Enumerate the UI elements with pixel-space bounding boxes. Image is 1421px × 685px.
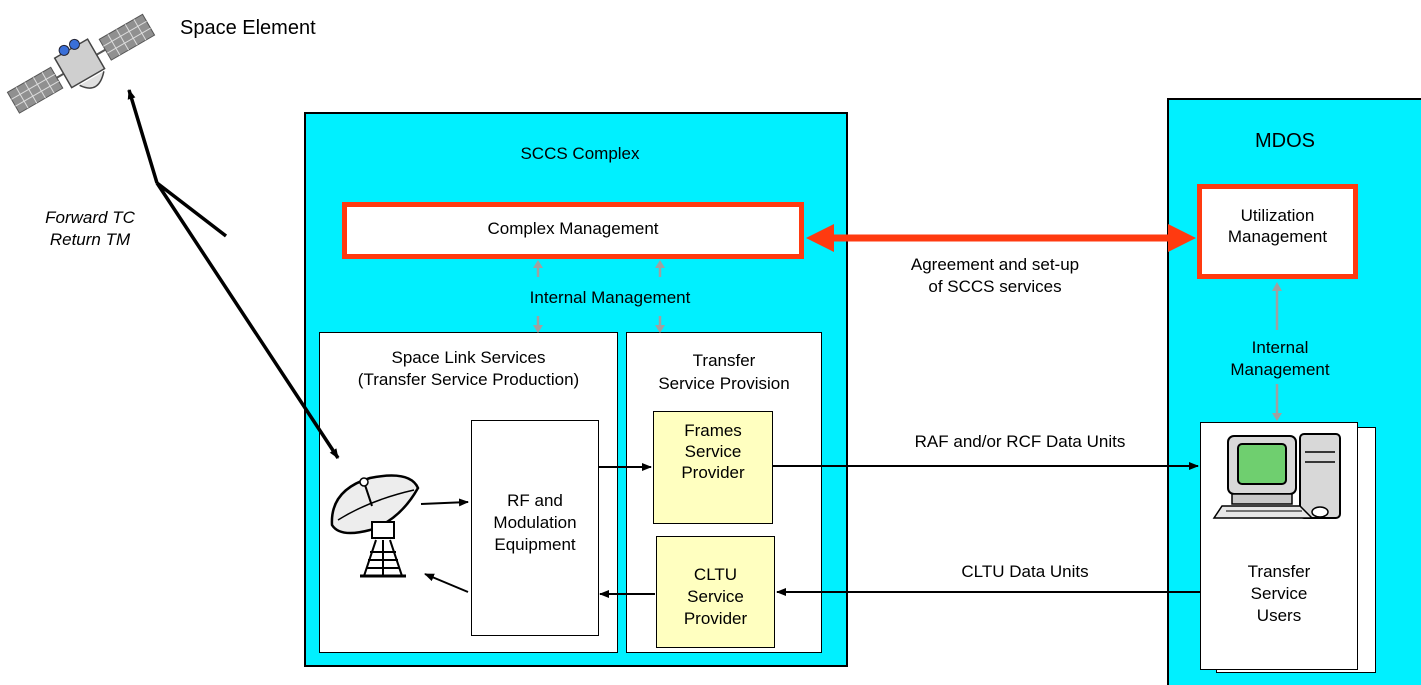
rf-equipment-line1: RF and	[507, 491, 563, 510]
space-element-label: Space Element	[180, 17, 316, 39]
satellite-icon	[6, 13, 156, 114]
sccs-internal-arrows	[533, 260, 665, 333]
utilization-management-line2: Management	[1227, 227, 1328, 246]
space-link-arrow	[127, 89, 340, 459]
utilization-management-line1: Utilization	[1240, 206, 1315, 225]
users-line1: Transfer	[1247, 562, 1311, 581]
agreement-label-line1: Agreement and set-up	[910, 255, 1080, 274]
users-line2: Service	[1250, 584, 1308, 603]
rf-equipment-line2: Modulation	[493, 513, 577, 532]
antenna-dish-icon	[330, 474, 420, 578]
cltu-provider-line1: CLTU	[693, 565, 738, 584]
space-link-services-subtitle: (Transfer Service Production)	[357, 370, 580, 389]
cltu-data-label: CLTU Data Units	[961, 562, 1089, 581]
mdos-internal-arrows	[1272, 282, 1282, 421]
utilization-management-box	[1197, 184, 1358, 279]
mdos-internal-line2: Management	[1230, 360, 1330, 379]
return-tm-label: Return TM	[49, 230, 131, 249]
frames-provider-line3: Provider	[681, 463, 745, 482]
cltu-provider-box	[656, 536, 775, 648]
sccs-complex-title: SCCS Complex	[520, 144, 640, 163]
complex-management-box	[342, 202, 804, 259]
cltu-provider-line2: Service	[687, 587, 744, 606]
antenna-to-rf-arrow	[420, 498, 469, 507]
space-link-services-title: Space Link Services	[391, 348, 546, 367]
mdos-internal-line1: Internal	[1251, 338, 1309, 357]
frames-provider-line2: Service	[684, 442, 742, 461]
computer-icon	[1212, 433, 1341, 519]
complex-management-label: Complex Management	[487, 219, 659, 238]
internal-management-label: Internal Management	[529, 288, 691, 307]
frames-provider-line1: Frames	[684, 421, 742, 440]
frames-provider-box	[653, 411, 773, 524]
raf-rcf-label: RAF and/or RCF Data Units	[914, 432, 1126, 451]
rf-to-antenna-arrow	[424, 573, 469, 593]
rf-equipment-line3: Equipment	[494, 535, 576, 554]
rf-equipment-box	[471, 420, 599, 636]
agreement-label-line2: of SCCS services	[928, 277, 1062, 296]
cltu-provider-line3: Provider	[683, 609, 748, 628]
users-line3: Users	[1256, 606, 1302, 625]
agreement-double-arrow	[806, 224, 1196, 252]
transfer-provision-line2: Service Provision	[658, 374, 790, 393]
transfer-provision-line1: Transfer	[692, 351, 756, 370]
forward-tc-label: Forward TC	[45, 208, 135, 227]
mdos-title: MDOS	[1255, 130, 1315, 152]
